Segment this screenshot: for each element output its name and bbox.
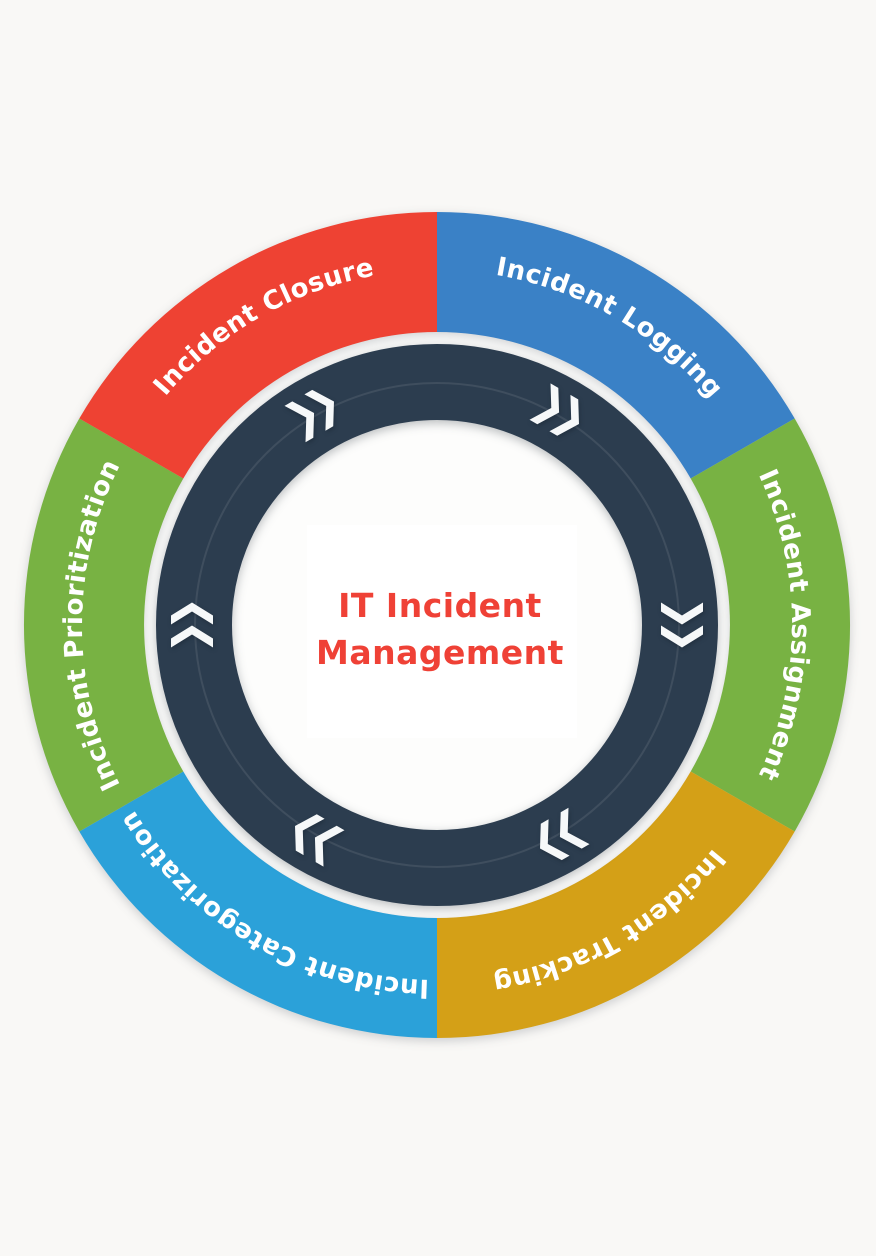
process-ring-group [156,344,718,906]
outer-ring-segments [23,211,851,1038]
center-title-line1: IT Incident [338,586,542,625]
ring-guide-circle [194,382,680,868]
process-ring [156,344,718,906]
center-card [307,525,577,738]
segment-incident-prioritization [23,418,184,832]
segment-incident-closure [79,212,438,479]
chevron-arrow-icon [284,389,334,443]
segment-incident-tracking [437,771,795,1038]
chevron-arrow-icon [171,602,213,648]
center-title-line2: Management [316,633,564,672]
chevron-arrow-icon [661,602,703,648]
segment-incident-categorization [79,771,438,1038]
chevron-arrow-icon [540,807,590,861]
segment-incident-assignment [690,418,851,832]
flow-arrows [171,383,703,867]
segment-incident-logging [437,211,795,479]
chevron-arrow-icon [529,383,579,436]
chevron-arrow-icon [295,814,345,867]
